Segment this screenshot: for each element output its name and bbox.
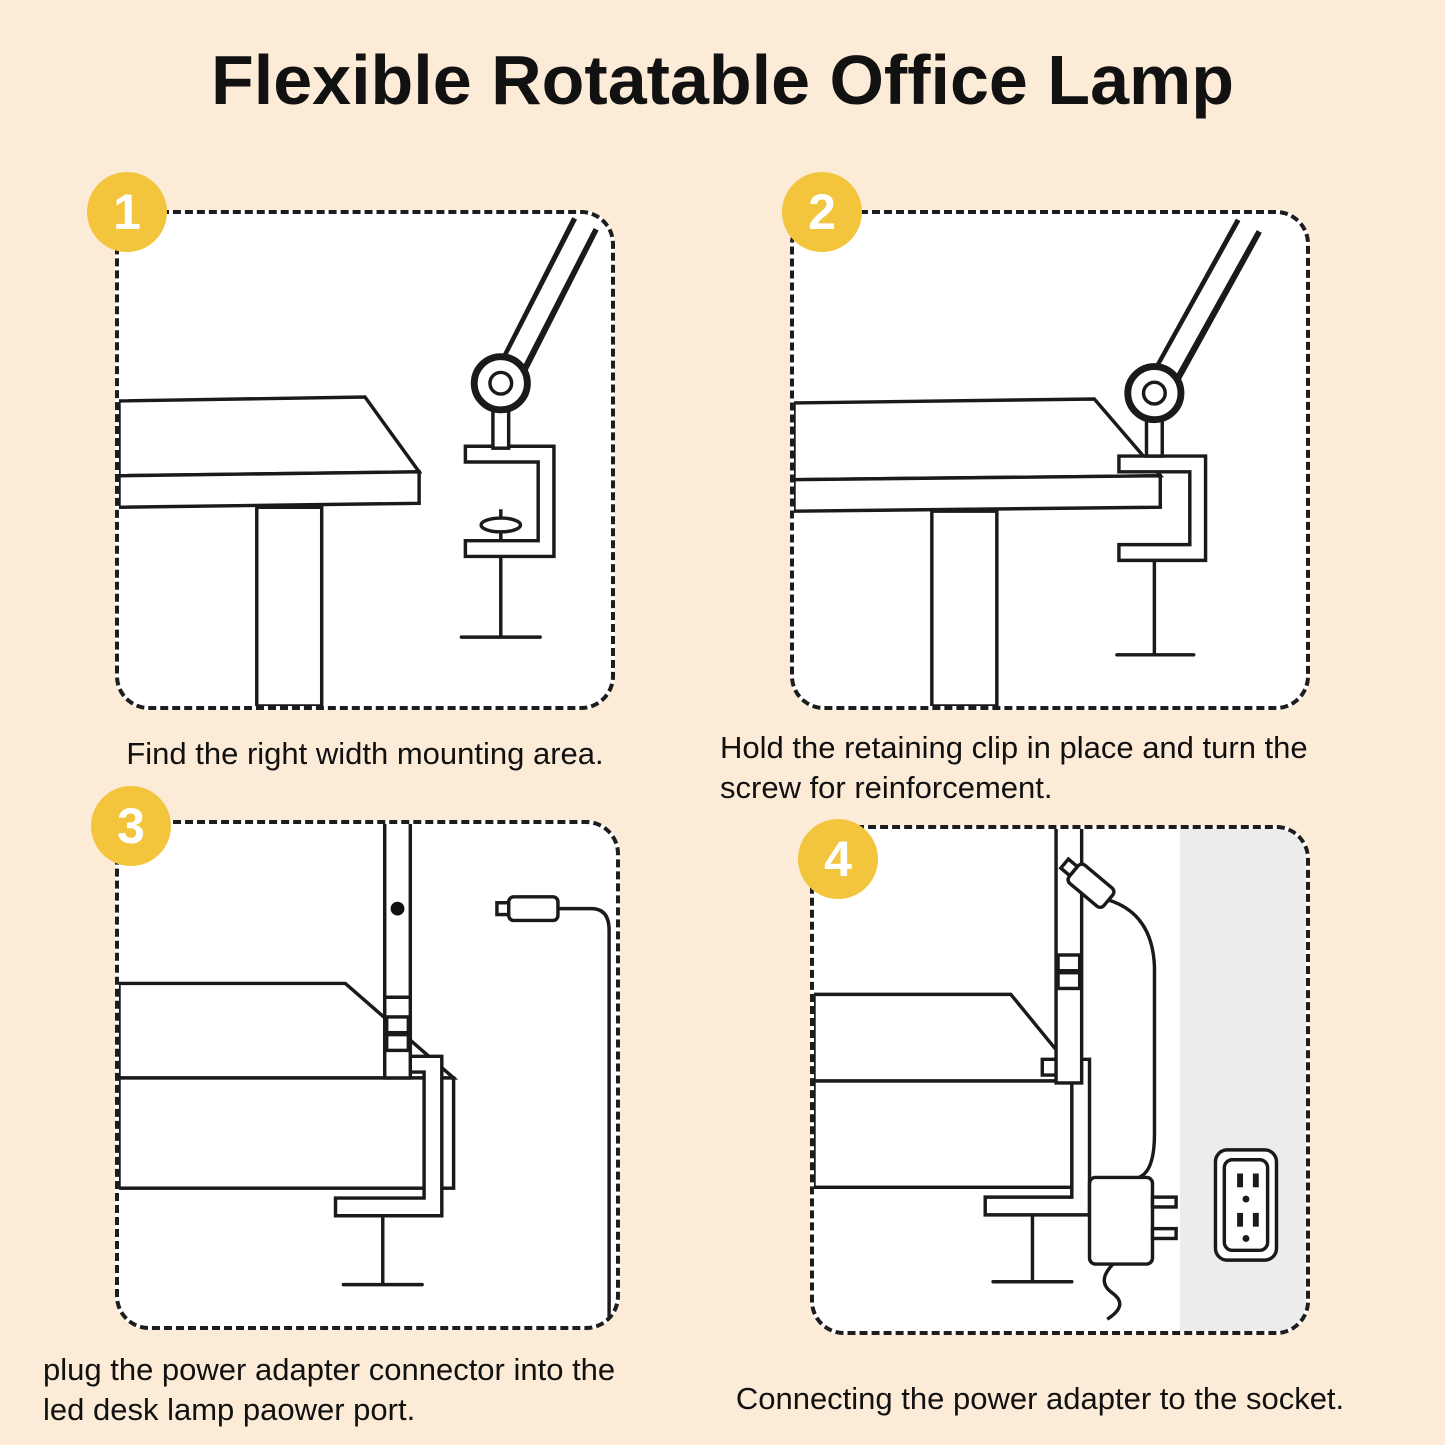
table-icon	[794, 397, 1164, 706]
power-cable	[1107, 898, 1157, 1180]
step-3-drawing	[119, 824, 611, 1326]
power-cable	[557, 906, 611, 1326]
step-2-caption: Hold the retaining clip in place and tur…	[720, 730, 1308, 805]
step-1-caption: Find the right width mounting area.	[126, 736, 604, 771]
step-3: 3	[43, 786, 620, 1429]
step-3-illustration	[115, 820, 620, 1330]
step-4-caption: Connecting the power adapter to the sock…	[735, 1381, 1345, 1416]
step-3-caption: plug the power adapter connector into th…	[43, 1352, 616, 1427]
step-4: 4	[736, 819, 1344, 1419]
step-2: 2 Hold the retaining clip i	[720, 172, 1310, 807]
step-1-badge: 1	[87, 172, 167, 252]
step-4-illustration	[810, 825, 1310, 1335]
lamp-joint-icon	[1124, 363, 1185, 458]
step-4-badge: 4	[798, 819, 878, 899]
table-icon	[814, 992, 1086, 1190]
page-title: Flexible Rotatable Office Lamp	[211, 41, 1234, 119]
power-socket-icon	[1213, 1148, 1279, 1262]
table-icon	[119, 395, 423, 706]
lamp-arm-icon	[497, 214, 599, 379]
step-1: 1	[87, 172, 615, 774]
lamp-joint-icon	[470, 353, 531, 450]
step-3-badge: 3	[91, 786, 171, 866]
step-2-badge: 2	[782, 172, 862, 252]
dc-plug-icon	[495, 895, 560, 923]
step-2-drawing	[794, 214, 1262, 706]
step-1-illustration	[115, 210, 615, 710]
table-icon	[119, 981, 459, 1190]
step-2-illustration	[790, 210, 1310, 710]
power-adapter-icon	[1087, 1175, 1178, 1321]
clamp-icon	[1115, 454, 1208, 657]
lamp-arm-icon	[1151, 214, 1262, 387]
step-4-drawing	[814, 829, 1306, 1331]
lamp-pole-icon	[383, 824, 413, 1080]
clamp-icon	[459, 444, 556, 639]
power-port-icon	[390, 901, 405, 916]
step-1-drawing	[119, 214, 599, 706]
